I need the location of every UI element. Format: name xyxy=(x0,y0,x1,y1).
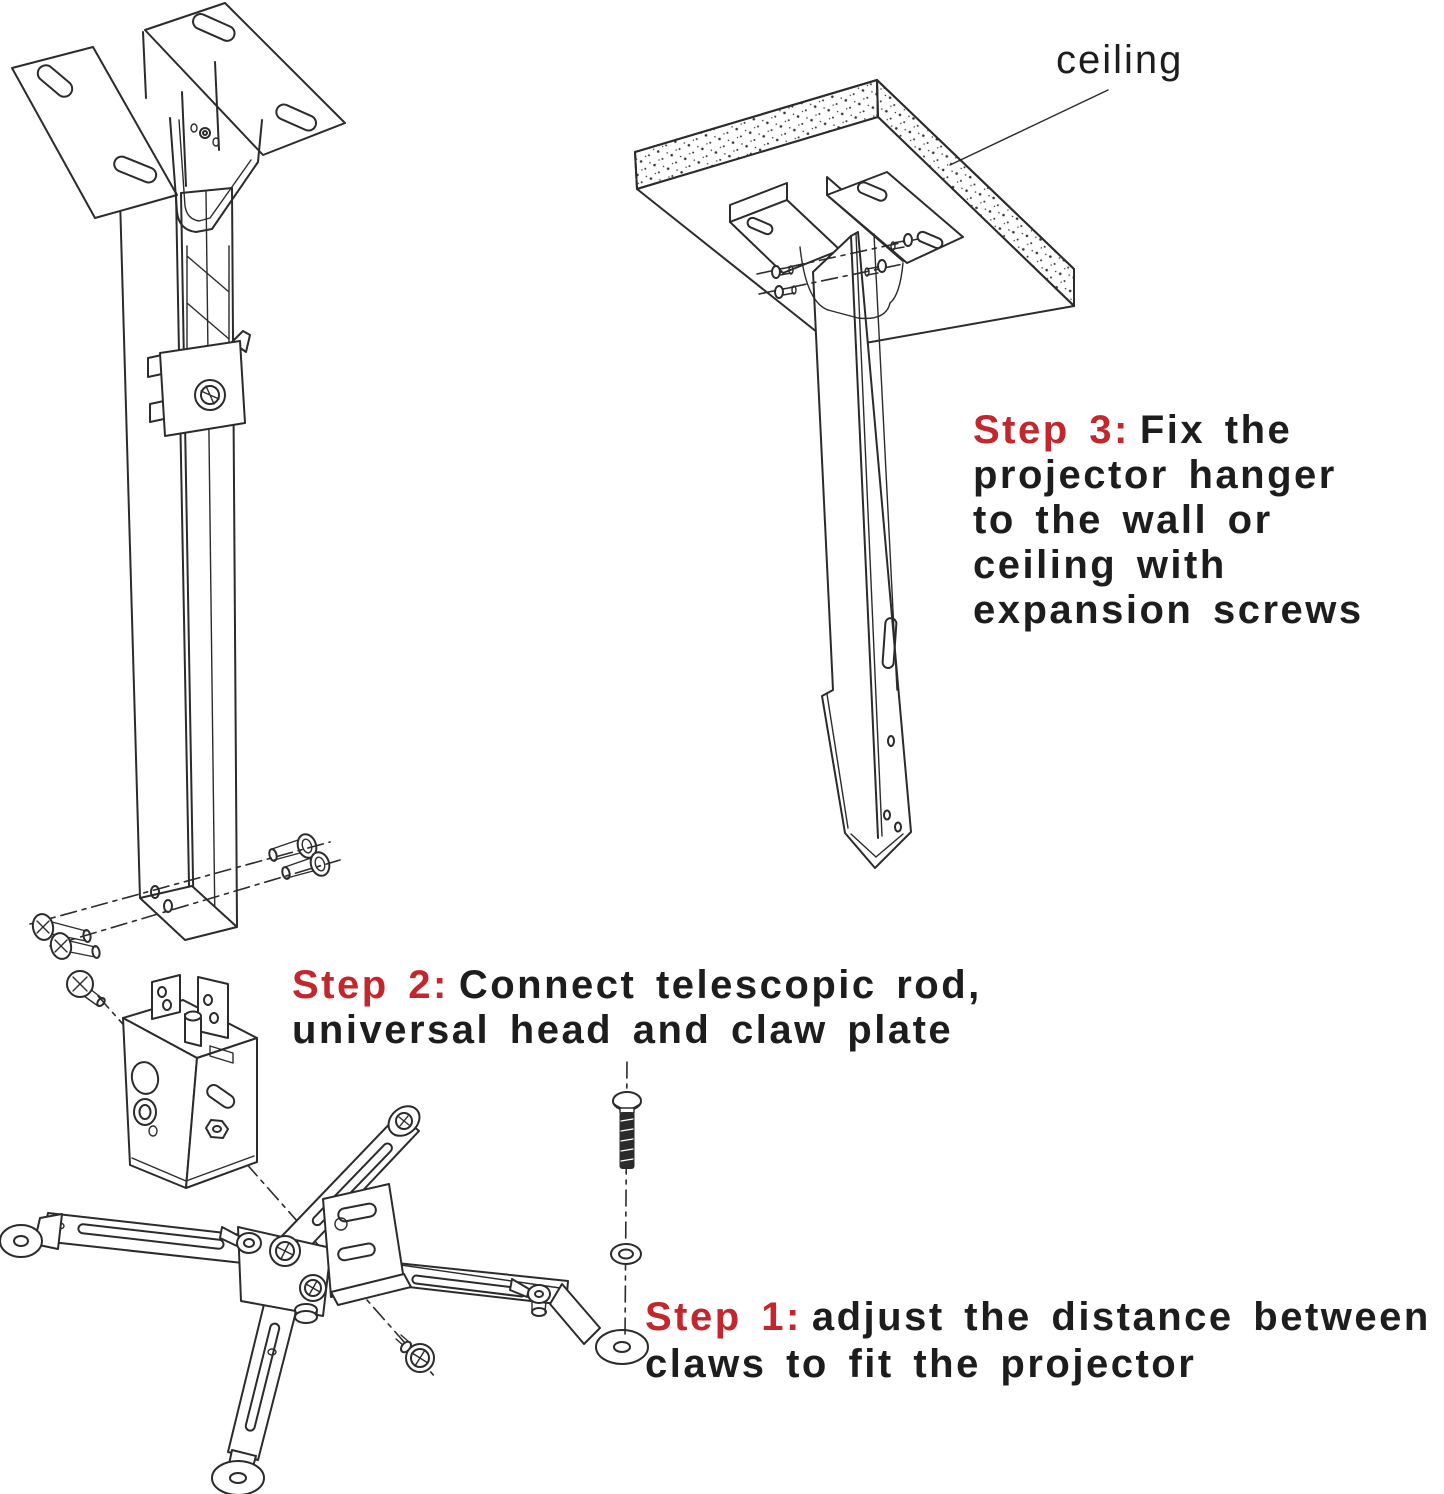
expansion-screws xyxy=(756,233,919,299)
step-3-text-line: to the wall or xyxy=(973,498,1273,542)
fixing-bolts-left xyxy=(29,841,341,960)
claw-arm-upper-right xyxy=(280,1105,421,1257)
step-2-instruction: Step 2:Connect telescopic rod, universal… xyxy=(292,963,982,1053)
ceiling-slab xyxy=(634,79,1075,349)
step-2-label: Step 2: xyxy=(292,963,449,1007)
step-3-text-line: Fix the xyxy=(1139,408,1293,452)
ceiling-plate-right xyxy=(144,2,346,156)
step-1-label: Step 1: xyxy=(645,1295,802,1339)
u-bracket xyxy=(142,31,263,233)
ceiling-leader-line xyxy=(949,89,1109,166)
step-3-text-line: projector hanger xyxy=(973,453,1337,497)
universal-head-figure xyxy=(122,974,258,1189)
step-1-text-line: adjust the distance between xyxy=(811,1295,1431,1339)
hook-bracket xyxy=(322,1183,412,1306)
telescopic-rod-figure xyxy=(11,2,437,1379)
hanger-rod xyxy=(799,231,912,869)
claw-arm-bottom xyxy=(211,1291,301,1494)
claw-screw xyxy=(395,1334,435,1373)
hanger-brackets xyxy=(729,171,964,274)
step-3-instruction: Step 3:Fix the projector hanger to the w… xyxy=(973,408,1364,633)
step-2-text-line: Connect telescopic rod, xyxy=(458,963,982,1007)
universal-head-screw xyxy=(66,970,437,1379)
telescopic-rod xyxy=(119,187,238,941)
locking-clamp xyxy=(147,330,251,437)
step-3-label: Step 3: xyxy=(973,408,1130,452)
claw-arm-left xyxy=(0,1212,253,1265)
step-3-text-line: expansion screws xyxy=(973,588,1364,632)
step-1-instruction: Step 1:adjust the distance between claws… xyxy=(645,1294,1431,1388)
claw-centre-plate xyxy=(219,1226,332,1324)
bolt-and-washer xyxy=(610,1061,642,1339)
fixing-bolts-right xyxy=(268,833,331,880)
step-1-text-line: claws to fit the projector xyxy=(645,1342,1197,1386)
head-right-face xyxy=(185,1037,258,1189)
ceiling-label: ceiling xyxy=(1056,38,1184,82)
claw-plate-figure xyxy=(0,1061,649,1494)
ceiling-plate-left xyxy=(11,46,178,219)
step-3-text-line: ceiling with xyxy=(973,543,1227,587)
ceiling-hanger-figure xyxy=(634,79,1109,869)
step-2-text-line: universal head and claw plate xyxy=(292,1008,954,1052)
